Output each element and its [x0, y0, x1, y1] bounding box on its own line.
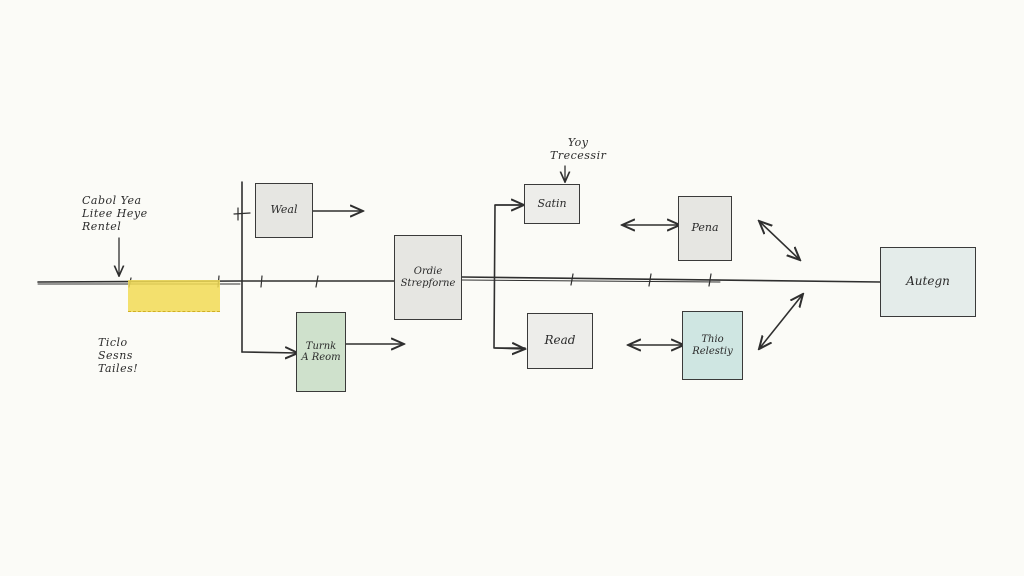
tick-mark	[315, 275, 319, 288]
node-pena: Pena	[678, 196, 732, 261]
tick-mark	[708, 273, 712, 287]
node-thio: Thio Relestiy	[682, 311, 743, 380]
node-autegn: Autegn	[880, 247, 976, 317]
main-line-left	[37, 280, 396, 283]
left-branch-tick	[233, 212, 251, 215]
main-line-right-double	[461, 279, 721, 283]
arrow-to-turnk	[241, 352, 298, 353]
tick-mark	[648, 273, 652, 287]
annotation-top-middle: Yoy Trecessir	[550, 136, 607, 163]
annotation-top-left: Cabol Yea Litee Heye Rentel	[82, 194, 148, 234]
arrow-pena-autegn	[759, 221, 800, 260]
center-branch-line	[493, 204, 526, 349]
node-weal: Weal	[255, 183, 313, 238]
arrow-to-read	[494, 348, 525, 349]
tick-mark	[570, 273, 574, 286]
main-line-right	[461, 276, 881, 283]
yellow-highlight	[128, 280, 220, 312]
node-turnk: Turnk A Reom	[296, 312, 346, 392]
node-center: Ordie Strepforne	[394, 235, 462, 320]
tick-mark	[260, 275, 263, 288]
annotation-bottom-left: Ticlo Sesns Tailes!	[98, 336, 139, 376]
arrow-thio-autegn	[759, 294, 803, 349]
node-read: Read	[527, 313, 593, 369]
node-satin: Satin	[524, 184, 580, 224]
